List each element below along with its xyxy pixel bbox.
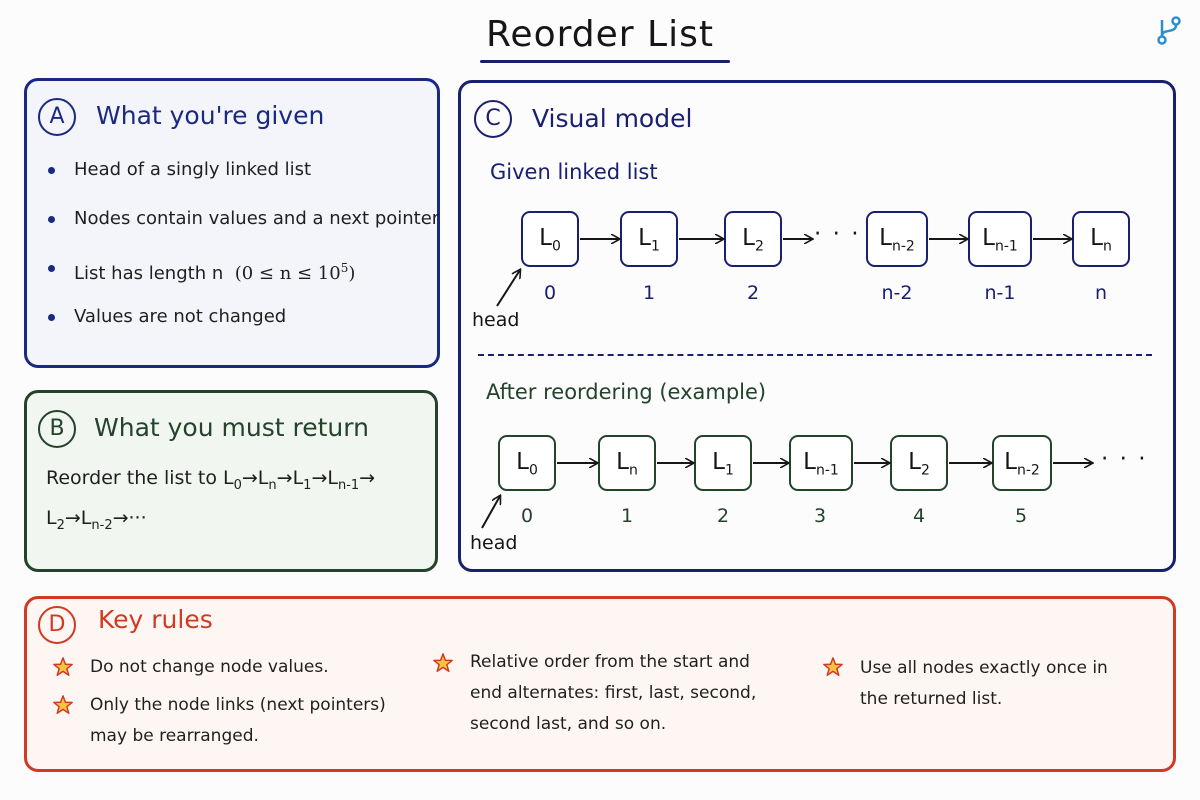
given-node: L0 — [521, 211, 579, 267]
length-constraint: (0 ≤ n ≤ 105) — [234, 261, 356, 284]
after-node: L0 — [498, 435, 556, 491]
panel-key-rules — [24, 596, 1176, 772]
page-title: Reorder List — [486, 14, 714, 55]
node-index: n-2 — [881, 282, 913, 304]
panel-given — [24, 78, 440, 368]
after-node: Ln-1 — [789, 435, 853, 491]
reorder-description: Reorder the list to L0→Ln→L1→Ln-1→L2→Ln-… — [46, 467, 376, 533]
rules-heading: Key rules — [98, 605, 213, 634]
badge-a: A — [38, 98, 76, 136]
node-index: 2 — [716, 505, 730, 527]
head-label: head — [472, 309, 520, 331]
given-node: L2 — [724, 211, 782, 267]
node-index: n — [1094, 282, 1108, 304]
after-node: L1 — [694, 435, 752, 491]
badge-d: D — [38, 606, 76, 644]
after-node: L2 — [890, 435, 948, 491]
return-heading: What you must return — [94, 413, 369, 442]
title-underline — [480, 60, 730, 63]
list-item: Values are not changed — [48, 299, 439, 348]
panel-visual-model — [458, 80, 1176, 572]
given-node: Ln-1 — [968, 211, 1032, 267]
after-node: Ln-2 — [992, 435, 1052, 491]
given-node: L1 — [620, 211, 678, 267]
after-list-label: After reordering (example) — [486, 380, 767, 404]
ellipsis: · · · — [1101, 446, 1148, 472]
head-pointer-arrow — [481, 496, 500, 529]
badge-b: B — [38, 410, 76, 448]
git-branch-icon — [1157, 16, 1181, 45]
given-list: Head of a singly linked list Nodes conta… — [48, 152, 439, 348]
given-node: Ln — [1072, 211, 1130, 267]
node-index: 0 — [543, 282, 557, 304]
star-icon — [823, 657, 843, 676]
node-index: 1 — [642, 282, 656, 304]
section-divider — [478, 354, 1152, 356]
list-item: Nodes contain values and a next pointer — [48, 201, 439, 250]
given-heading: What you're given — [96, 101, 325, 130]
rule-text: Only the node links (next pointers)may b… — [90, 695, 386, 746]
given-node: Ln-2 — [866, 211, 928, 267]
given-list-label: Given linked list — [490, 160, 658, 184]
head-label: head — [470, 532, 518, 554]
node-index: 5 — [1014, 505, 1028, 527]
ellipsis: · · · — [814, 221, 861, 247]
star-icon — [433, 653, 453, 672]
rule-text: Do not change node values. — [90, 657, 329, 677]
star-icon — [53, 695, 73, 714]
node-index: 3 — [813, 505, 827, 527]
list-item: Head of a singly linked list — [48, 152, 439, 201]
list-item: List has length n (0 ≤ n ≤ 105) — [48, 250, 439, 299]
head-pointer-arrow — [496, 270, 520, 307]
node-index: 1 — [620, 505, 634, 527]
node-index: n-1 — [984, 282, 1016, 304]
node-index: 4 — [912, 505, 926, 527]
node-index: 0 — [520, 505, 534, 527]
node-index: 2 — [746, 282, 760, 304]
star-icon — [53, 657, 73, 676]
visual-heading: Visual model — [532, 104, 693, 133]
after-node: Ln — [598, 435, 656, 491]
badge-c: C — [474, 100, 512, 138]
panel-return — [24, 390, 438, 572]
